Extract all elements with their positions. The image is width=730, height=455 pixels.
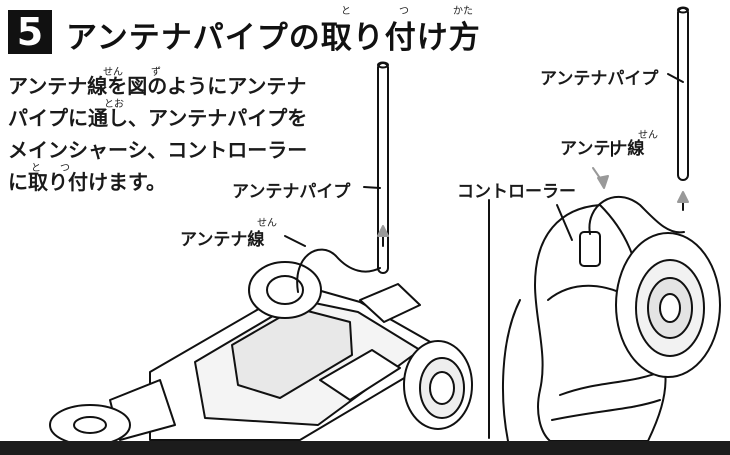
step-number-badge: 5 bbox=[8, 10, 52, 54]
title-ruby-kata: かた bbox=[453, 6, 473, 17]
car-antenna-wire bbox=[296, 248, 381, 293]
controller-label: コントローラー bbox=[457, 182, 576, 202]
instr-ruby-too: とお bbox=[104, 99, 124, 110]
car-antenna-wire-label: アンテナ線 bbox=[180, 230, 265, 250]
car-antenna-pipe bbox=[377, 61, 389, 274]
title-ruby-tsu: つ bbox=[399, 6, 409, 17]
page-title: アンテナパイプの取り付け方 bbox=[66, 20, 481, 56]
car-wire-ruby: せん bbox=[257, 218, 277, 229]
instr-ruby-tsu: つ bbox=[60, 163, 70, 174]
instr-ruby-zu: ず bbox=[151, 67, 161, 78]
instruction-text: アンテナ線を図のようにアンテナ パイプに通し、アンテナパイプを メインシャーシ、… bbox=[8, 74, 308, 194]
controller-antenna-wire bbox=[588, 195, 685, 235]
controller-wheel bbox=[615, 232, 721, 378]
instr-ruby-sen: せん bbox=[103, 67, 123, 78]
controller-wire-ruby: せん bbox=[638, 130, 658, 141]
controller-antenna-wire-label: アンテナ線 bbox=[560, 139, 645, 159]
car-antenna-pipe-label: アンテナパイプ bbox=[232, 182, 351, 202]
instr-ruby-to: と bbox=[31, 163, 41, 174]
title-ruby-to: と bbox=[341, 6, 351, 17]
controller-antenna-pipe bbox=[677, 6, 689, 181]
bottom-bar bbox=[0, 441, 730, 455]
controller-antenna-pipe-label: アンテナパイプ bbox=[540, 69, 659, 89]
car-wheels bbox=[49, 261, 473, 446]
car-chassis bbox=[109, 283, 449, 441]
controller-antenna-mount bbox=[579, 231, 601, 267]
